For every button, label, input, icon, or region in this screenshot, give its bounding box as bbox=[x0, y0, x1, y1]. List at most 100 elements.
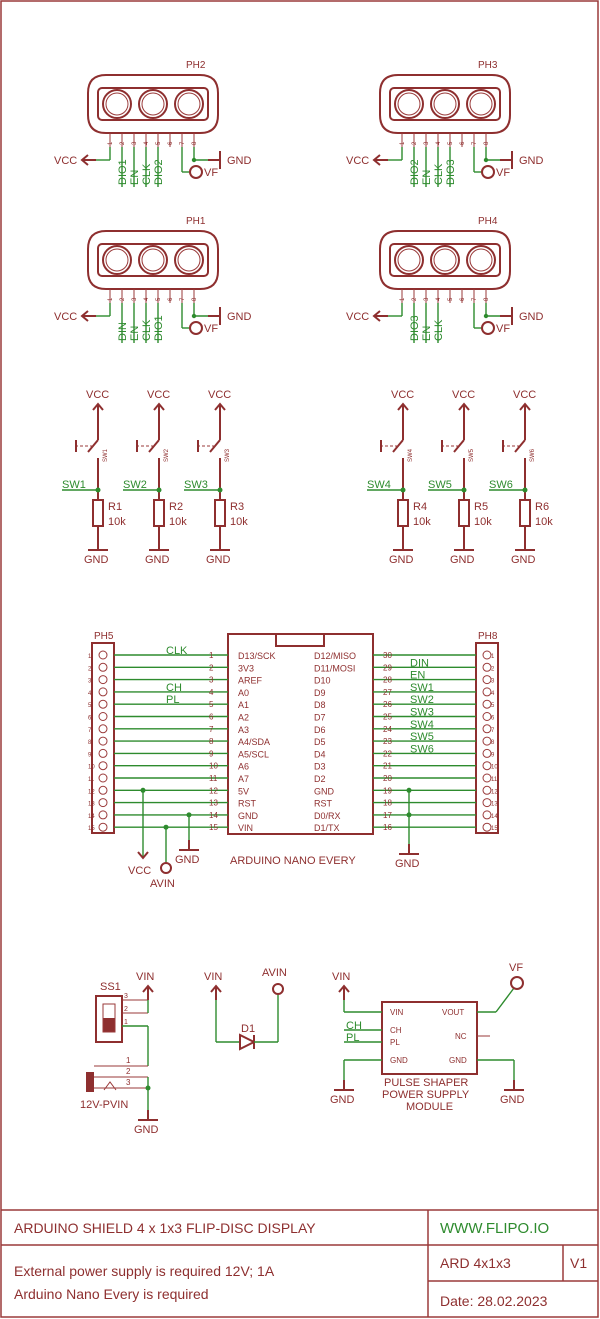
nano-pin-label: D13/SCK bbox=[238, 651, 276, 661]
pin-number: 4 bbox=[491, 691, 495, 697]
gnd-symbol: GND bbox=[84, 540, 109, 566]
pin-number: 5 bbox=[448, 141, 454, 145]
nano-pin-label: A4/SDA bbox=[238, 737, 270, 747]
pin-number: 6 bbox=[168, 297, 174, 301]
gnd-symbol: GND bbox=[208, 151, 252, 169]
pin-number: 4 bbox=[209, 688, 214, 697]
pin-number: 26 bbox=[383, 700, 392, 709]
nano-net-label: SW5 bbox=[410, 731, 434, 743]
pin-number: 9 bbox=[209, 749, 214, 758]
pin-number: 29 bbox=[383, 663, 392, 672]
nano-pin-label: A7 bbox=[238, 774, 249, 784]
resistor-ref: R2 bbox=[169, 501, 183, 513]
switch-ref: SW4 bbox=[408, 448, 414, 462]
vcc-symbol: VCC bbox=[452, 389, 475, 418]
pin-number: 1 bbox=[491, 654, 495, 660]
pin-number: 1 bbox=[88, 654, 92, 660]
vcc-symbol: VCC bbox=[391, 389, 414, 418]
net-label: EN bbox=[129, 326, 141, 341]
resistor-icon bbox=[153, 499, 165, 527]
pin-number: 4 bbox=[436, 141, 442, 145]
pin-number: 10 bbox=[88, 765, 95, 771]
vcc-label: VCC bbox=[147, 389, 170, 401]
pin-number: 3 bbox=[132, 141, 138, 145]
module-net-label: PL bbox=[346, 1032, 359, 1044]
net-label: DIO2 bbox=[153, 159, 165, 185]
pin-number: 11 bbox=[88, 777, 95, 783]
vcc-label: VIN bbox=[204, 971, 222, 983]
gnd-label: GND bbox=[389, 554, 414, 566]
nano-pin-label: A6 bbox=[238, 762, 249, 772]
gnd-label: GND bbox=[519, 311, 544, 323]
resistor-icon bbox=[214, 499, 226, 527]
switch-net-label: SW6 bbox=[489, 479, 513, 491]
flip-disc-icon bbox=[394, 89, 424, 119]
switch-net-label: SW3 bbox=[184, 479, 208, 491]
pin-number: 7 bbox=[209, 725, 214, 734]
pin-number: 11 bbox=[491, 777, 498, 783]
flip-disc-icon bbox=[138, 245, 168, 275]
nano-net-label: SW1 bbox=[410, 682, 434, 694]
resistor-value: 10k bbox=[474, 516, 492, 528]
pin-number: 3 bbox=[491, 679, 495, 685]
nano-net-label: PL bbox=[166, 694, 179, 706]
vcc-label: VCC bbox=[128, 865, 151, 877]
module-net-label: CH bbox=[346, 1020, 362, 1032]
pin-number: 2 bbox=[88, 666, 92, 672]
pin-number: 5 bbox=[88, 703, 92, 709]
vf-terminal-icon bbox=[510, 976, 524, 990]
nano-pin-label: A5/SCL bbox=[238, 749, 269, 759]
nano-pin-label: 5V bbox=[238, 786, 249, 796]
diode-icon bbox=[239, 1033, 257, 1051]
nano-pin-label: D10 bbox=[314, 676, 331, 686]
vf-label: VF bbox=[496, 323, 510, 335]
pin-number: 3 bbox=[126, 1078, 131, 1087]
gnd-symbol: GND bbox=[511, 540, 536, 566]
vcc-label: VCC bbox=[86, 389, 109, 401]
vcc-symbol: VCC bbox=[54, 310, 96, 323]
pin-number: 14 bbox=[88, 814, 95, 820]
switch-ref: SW6 bbox=[530, 448, 536, 462]
switch-net-label: SW5 bbox=[428, 479, 452, 491]
pin-number: 14 bbox=[209, 811, 218, 820]
pin-number: 17 bbox=[383, 811, 392, 820]
nano-pin-label: D7 bbox=[314, 713, 326, 723]
gnd-symbol: GND bbox=[175, 840, 200, 866]
nano-pin-label: RST bbox=[314, 799, 333, 809]
gnd-label: GND bbox=[175, 854, 200, 866]
vcc-symbol: VCC bbox=[346, 154, 388, 167]
flip-disc-icon bbox=[430, 89, 460, 119]
connector-name: PH5 bbox=[94, 631, 114, 642]
switch-net-label: SW4 bbox=[367, 479, 391, 491]
gnd-symbol: GND bbox=[330, 1080, 355, 1106]
resistor-value: 10k bbox=[230, 516, 248, 528]
pin-number: 4 bbox=[88, 691, 92, 697]
pin-number: 2 bbox=[491, 666, 495, 672]
resistor-ref: R3 bbox=[230, 501, 244, 513]
vf-terminal-icon bbox=[481, 165, 495, 179]
website-link[interactable]: WWW.FLIPO.IO bbox=[440, 1220, 549, 1237]
gnd-label: GND bbox=[227, 155, 252, 167]
pin-number: 3 bbox=[424, 297, 430, 301]
pin-number: 13 bbox=[491, 802, 498, 808]
module-pin: GND bbox=[390, 1056, 408, 1065]
resistor-icon bbox=[519, 499, 531, 527]
nano-pin-label: A3 bbox=[238, 725, 249, 735]
nano-net-label: DIN bbox=[410, 657, 429, 669]
nano-pin-label: A0 bbox=[238, 688, 249, 698]
pin-number: 5 bbox=[156, 297, 162, 301]
pin-number: 13 bbox=[88, 802, 95, 808]
pin-number: 12 bbox=[209, 786, 218, 795]
vcc-label: VCC bbox=[208, 389, 231, 401]
gnd-label: GND bbox=[511, 554, 536, 566]
